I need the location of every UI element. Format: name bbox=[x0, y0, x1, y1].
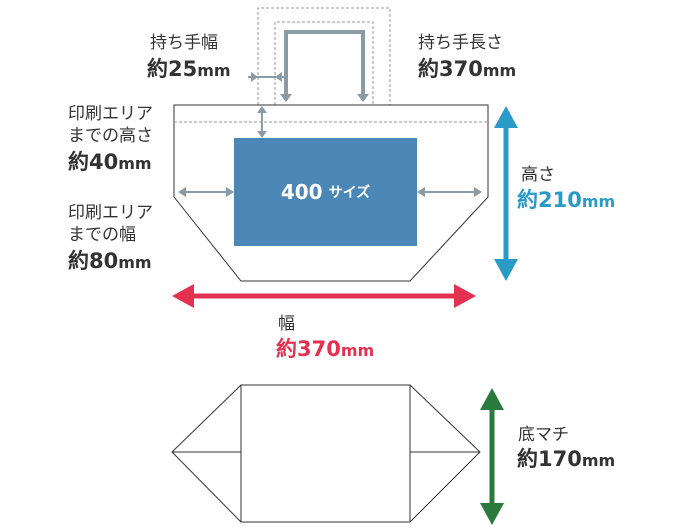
print-top-margin-prefix: 約 bbox=[68, 150, 89, 174]
width-value: 約370mm bbox=[276, 337, 374, 363]
gusset-prefix: 約 bbox=[517, 447, 538, 471]
width-number: 370 bbox=[297, 337, 341, 361]
width-prefix: 約 bbox=[276, 337, 297, 361]
print-area-suffix: サイズ bbox=[328, 185, 371, 201]
print-top-margin-unit: mm bbox=[118, 154, 152, 173]
print-top-margin-number: 40 bbox=[89, 150, 119, 174]
print-side-margin-line2: までの幅 bbox=[68, 225, 136, 245]
handle-width-prefix: 約 bbox=[147, 57, 168, 81]
height-number: 210 bbox=[538, 188, 582, 212]
handle-width-value: 約25mm bbox=[147, 57, 231, 83]
print-side-margin-prefix: 約 bbox=[68, 249, 89, 273]
gusset-value: 約170mm bbox=[517, 447, 615, 473]
handle-length-number: 370 bbox=[439, 57, 483, 81]
height-value: 約210mm bbox=[517, 188, 615, 214]
gusset-label: 底マチ bbox=[518, 425, 569, 445]
print-side-margin-line1: 印刷エリア bbox=[68, 203, 153, 223]
handle-length-guide bbox=[284, 30, 365, 100]
handle-width-number: 25 bbox=[168, 57, 198, 81]
gusset-number: 170 bbox=[538, 447, 582, 471]
print-area-box: 400 サイズ bbox=[234, 138, 417, 246]
print-side-margin-unit: mm bbox=[118, 253, 152, 272]
handle-width-unit: mm bbox=[197, 61, 231, 80]
print-top-margin-line2: までの高さ bbox=[68, 126, 153, 146]
height-prefix: 約 bbox=[517, 188, 538, 212]
width-label: 幅 bbox=[278, 314, 295, 334]
width-unit: mm bbox=[340, 341, 375, 360]
handle-length-value: 約370mm bbox=[418, 57, 516, 83]
print-top-margin-value: 約40mm bbox=[68, 150, 152, 176]
gusset-outline bbox=[171, 384, 481, 523]
height-label: 高さ bbox=[521, 165, 555, 185]
handle-length-prefix: 約 bbox=[418, 57, 439, 81]
handle-length-unit: mm bbox=[482, 61, 517, 80]
height-unit: mm bbox=[581, 192, 616, 211]
print-side-margin-number: 80 bbox=[89, 249, 119, 273]
print-top-margin-line1: 印刷エリア bbox=[68, 104, 153, 124]
gusset-unit: mm bbox=[581, 451, 616, 470]
print-area-number: 400 bbox=[280, 180, 323, 204]
handle-length-label: 持ち手長さ bbox=[418, 33, 503, 53]
handle-width-label: 持ち手幅 bbox=[150, 33, 218, 53]
print-side-margin-value: 約80mm bbox=[68, 249, 152, 275]
